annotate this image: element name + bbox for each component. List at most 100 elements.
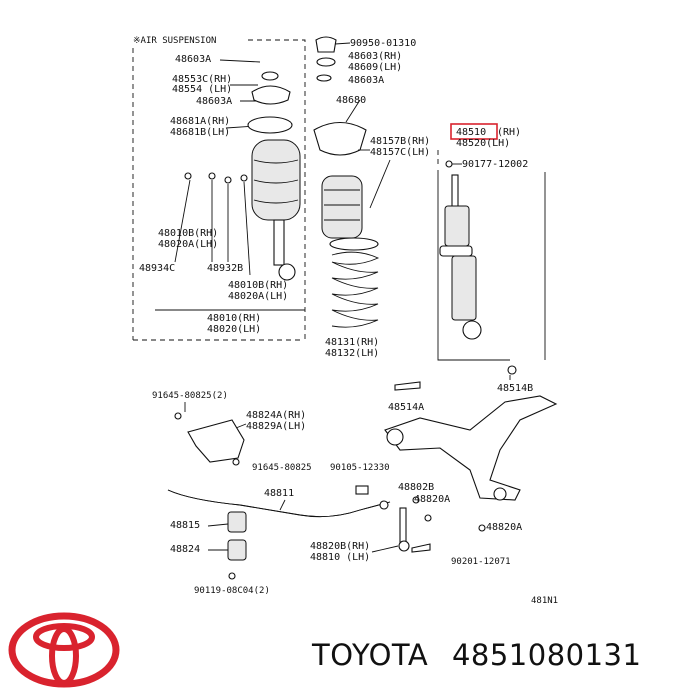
label-48820a-top: 48820A [414, 494, 450, 505]
coil-spring-part [331, 251, 380, 328]
leader [369, 159, 391, 209]
label-90105: 90105-12330 [330, 463, 390, 473]
top-nut-part [261, 71, 279, 81]
bolt-head [232, 458, 240, 466]
leader [345, 99, 361, 123]
leader [243, 181, 251, 276]
label-48514b: 48514B [497, 383, 533, 394]
bolt-head [228, 572, 236, 580]
bushing-part [227, 511, 247, 533]
highlight-box [450, 123, 498, 140]
bracket-body [187, 419, 245, 463]
label-48680: 48680 [336, 95, 366, 106]
label-48554: 48554 (LH) [172, 84, 232, 95]
arm-bushing [493, 487, 507, 501]
leader [279, 499, 286, 511]
arm-body [384, 395, 558, 501]
arm-bushing [386, 428, 404, 446]
nut-part [424, 514, 432, 522]
label-48131: 48131(RH) [325, 337, 379, 348]
mount-nut-part [315, 36, 337, 53]
label-48824a: 48824A(RH) [246, 410, 306, 421]
label-48157b: 48157B(RH) [370, 136, 430, 147]
label-48603a-top: 48603A [175, 54, 211, 65]
brand-name: TOYOTA [312, 638, 429, 672]
shock-seat [439, 245, 473, 257]
bolt-part [355, 485, 369, 495]
label-90177: 90177-12002 [462, 159, 528, 170]
label-48020a-lh2: 48020A(LH) [228, 291, 288, 302]
bolt-part [411, 543, 431, 553]
shock-body-lower [451, 255, 477, 321]
air-bellows-part [251, 139, 301, 221]
bolt-head [174, 412, 182, 420]
leader [207, 523, 229, 527]
label-48824: 48824 [170, 544, 200, 555]
toyota-logo-icon [8, 612, 120, 688]
leader [174, 179, 191, 263]
stabilizer-bar-inner [167, 489, 391, 518]
header-label: ※AIR SUSPENSION [133, 36, 216, 46]
nut-part [478, 524, 486, 532]
label-48020a-lh: 48020A(LH) [158, 239, 218, 250]
nut-part [412, 496, 420, 504]
lower-eye-part [278, 263, 296, 281]
bellows-folds [253, 159, 299, 204]
label-48934c: 48934C [139, 263, 175, 274]
label-48932b: 48932B [207, 263, 243, 274]
label-48603a-right: 48603A [348, 75, 384, 86]
clip-part [184, 172, 192, 180]
label-48553c: 48553C(RH) [172, 74, 232, 85]
label-48603a-mid: 48603A [196, 96, 232, 107]
leader [334, 42, 351, 45]
label-48815: 48815 [170, 520, 200, 531]
label-48020-lh: 48020(LH) [207, 324, 261, 335]
coil-spring-assembly [313, 36, 380, 328]
label-48802b: 48802B [398, 482, 434, 493]
label-48609-lh: 48609(LH) [348, 62, 402, 73]
link-ball [398, 540, 410, 552]
label-48010b-rh2: 48010B(RH) [228, 280, 288, 291]
label-90201: 90201-12071 [451, 557, 511, 567]
washer-part [316, 74, 332, 82]
label-48603-rh: 48603(RH) [348, 51, 402, 62]
label-48681-rh: 48681A(RH) [170, 116, 230, 127]
label-48514a: 48514A [388, 402, 424, 413]
bump-ribs [324, 189, 360, 221]
label-90119: 90119-08C04(2) [194, 586, 270, 596]
link-ball [379, 500, 389, 510]
label-91645: 91645-80825 [252, 463, 312, 473]
shock-body-upper [444, 205, 470, 247]
stabilizer-bar-part [167, 489, 391, 580]
label-48520: 48520(LH) [456, 138, 510, 149]
bushing-part [507, 365, 517, 375]
label-48811: 48811 [264, 488, 294, 499]
label-ref: 481N1 [531, 596, 558, 606]
label-48810: 48810 (LH) [310, 552, 370, 563]
lower-control-arm-part [384, 381, 558, 501]
label-48132: 48132(LH) [325, 348, 379, 359]
leader [219, 59, 261, 63]
clip-part [208, 172, 216, 180]
stabilizer-bracket-part [174, 412, 245, 466]
bushing-part [227, 539, 247, 561]
label-48820b: 48820B(RH) [310, 541, 370, 552]
bearing-part [247, 116, 293, 134]
upper-mount-part [251, 85, 291, 105]
label-48829a: 48829A(LH) [246, 421, 306, 432]
shock-rod-part [451, 174, 459, 208]
label-91645-2: 91645-80825(2) [152, 391, 228, 401]
bump-stop-part [321, 175, 363, 239]
bolt-part [394, 381, 421, 391]
frame-right-dash [248, 39, 306, 340]
clip-part [240, 174, 248, 182]
label-48010-rh: 48010(RH) [207, 313, 261, 324]
stabilizer-link-part [355, 485, 486, 553]
cushion-part [316, 57, 336, 67]
clip-part [224, 176, 232, 184]
label-48010b-rh: 48010B(RH) [158, 228, 218, 239]
part-number: 4851080131 [451, 638, 642, 672]
shock-eye [462, 320, 482, 340]
air-spring-assembly [184, 71, 301, 281]
